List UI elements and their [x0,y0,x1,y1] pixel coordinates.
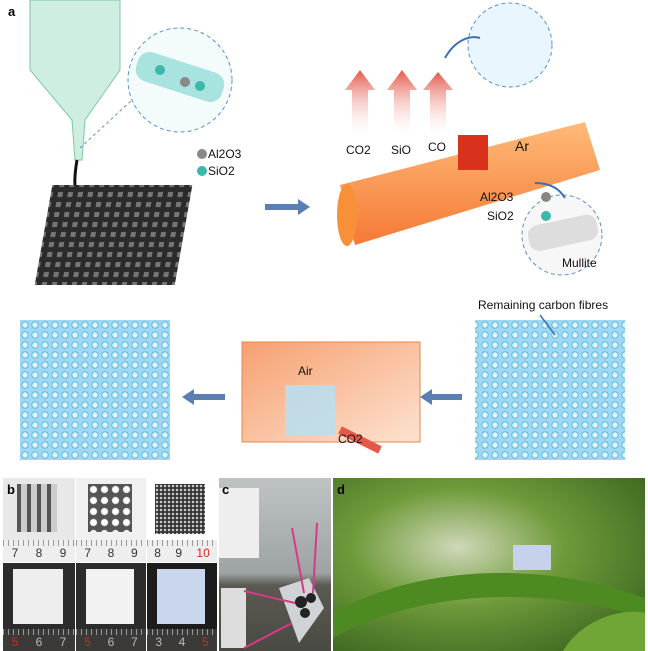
schematic-illustration [20,0,625,460]
box-release-co2: CO2 [338,432,363,446]
legend-al2o3: Al2O3 [208,147,242,161]
gas-sio: SiO [391,143,412,157]
zoom-circle-fibre-network [467,2,553,88]
photo-c-micrograph [219,478,331,651]
lattice-with-carbon-fibres [475,320,625,460]
legend-sio2: SiO2 [208,164,235,178]
tube-legend-sio2: SiO2 [487,209,514,223]
gas-arrows [345,70,453,140]
tube-legend-al2o3: Al2O3 [480,190,514,204]
panel-label-b: b [7,482,15,497]
mullite-lattice-cube [20,320,170,460]
printing-nozzle [29,0,121,217]
red-lattice-cube [458,135,488,170]
furnace-tube [337,122,600,246]
air-furnace-box [241,341,421,454]
panel-label-c: c [222,482,230,497]
sio2-particle-icon [197,166,207,176]
panel-label-d: d [337,482,345,497]
gas-co: CO [428,140,446,154]
printed-carbon-lattice [34,185,193,285]
panel-label-a: a [8,4,16,19]
gas-co2: CO2 [346,143,371,157]
curved-arrow-icon [444,36,481,59]
al2o3-particle-icon [197,149,207,159]
photo-d-lattice-on-leaf [333,478,645,651]
tube-gas-ar: Ar [515,138,529,154]
zoom-circle-fibres [79,27,233,149]
mullite-label: Mullite [562,256,597,270]
remaining-carbon-label: Remaining carbon fibres [478,298,609,312]
box-gas-air: Air [298,364,313,378]
